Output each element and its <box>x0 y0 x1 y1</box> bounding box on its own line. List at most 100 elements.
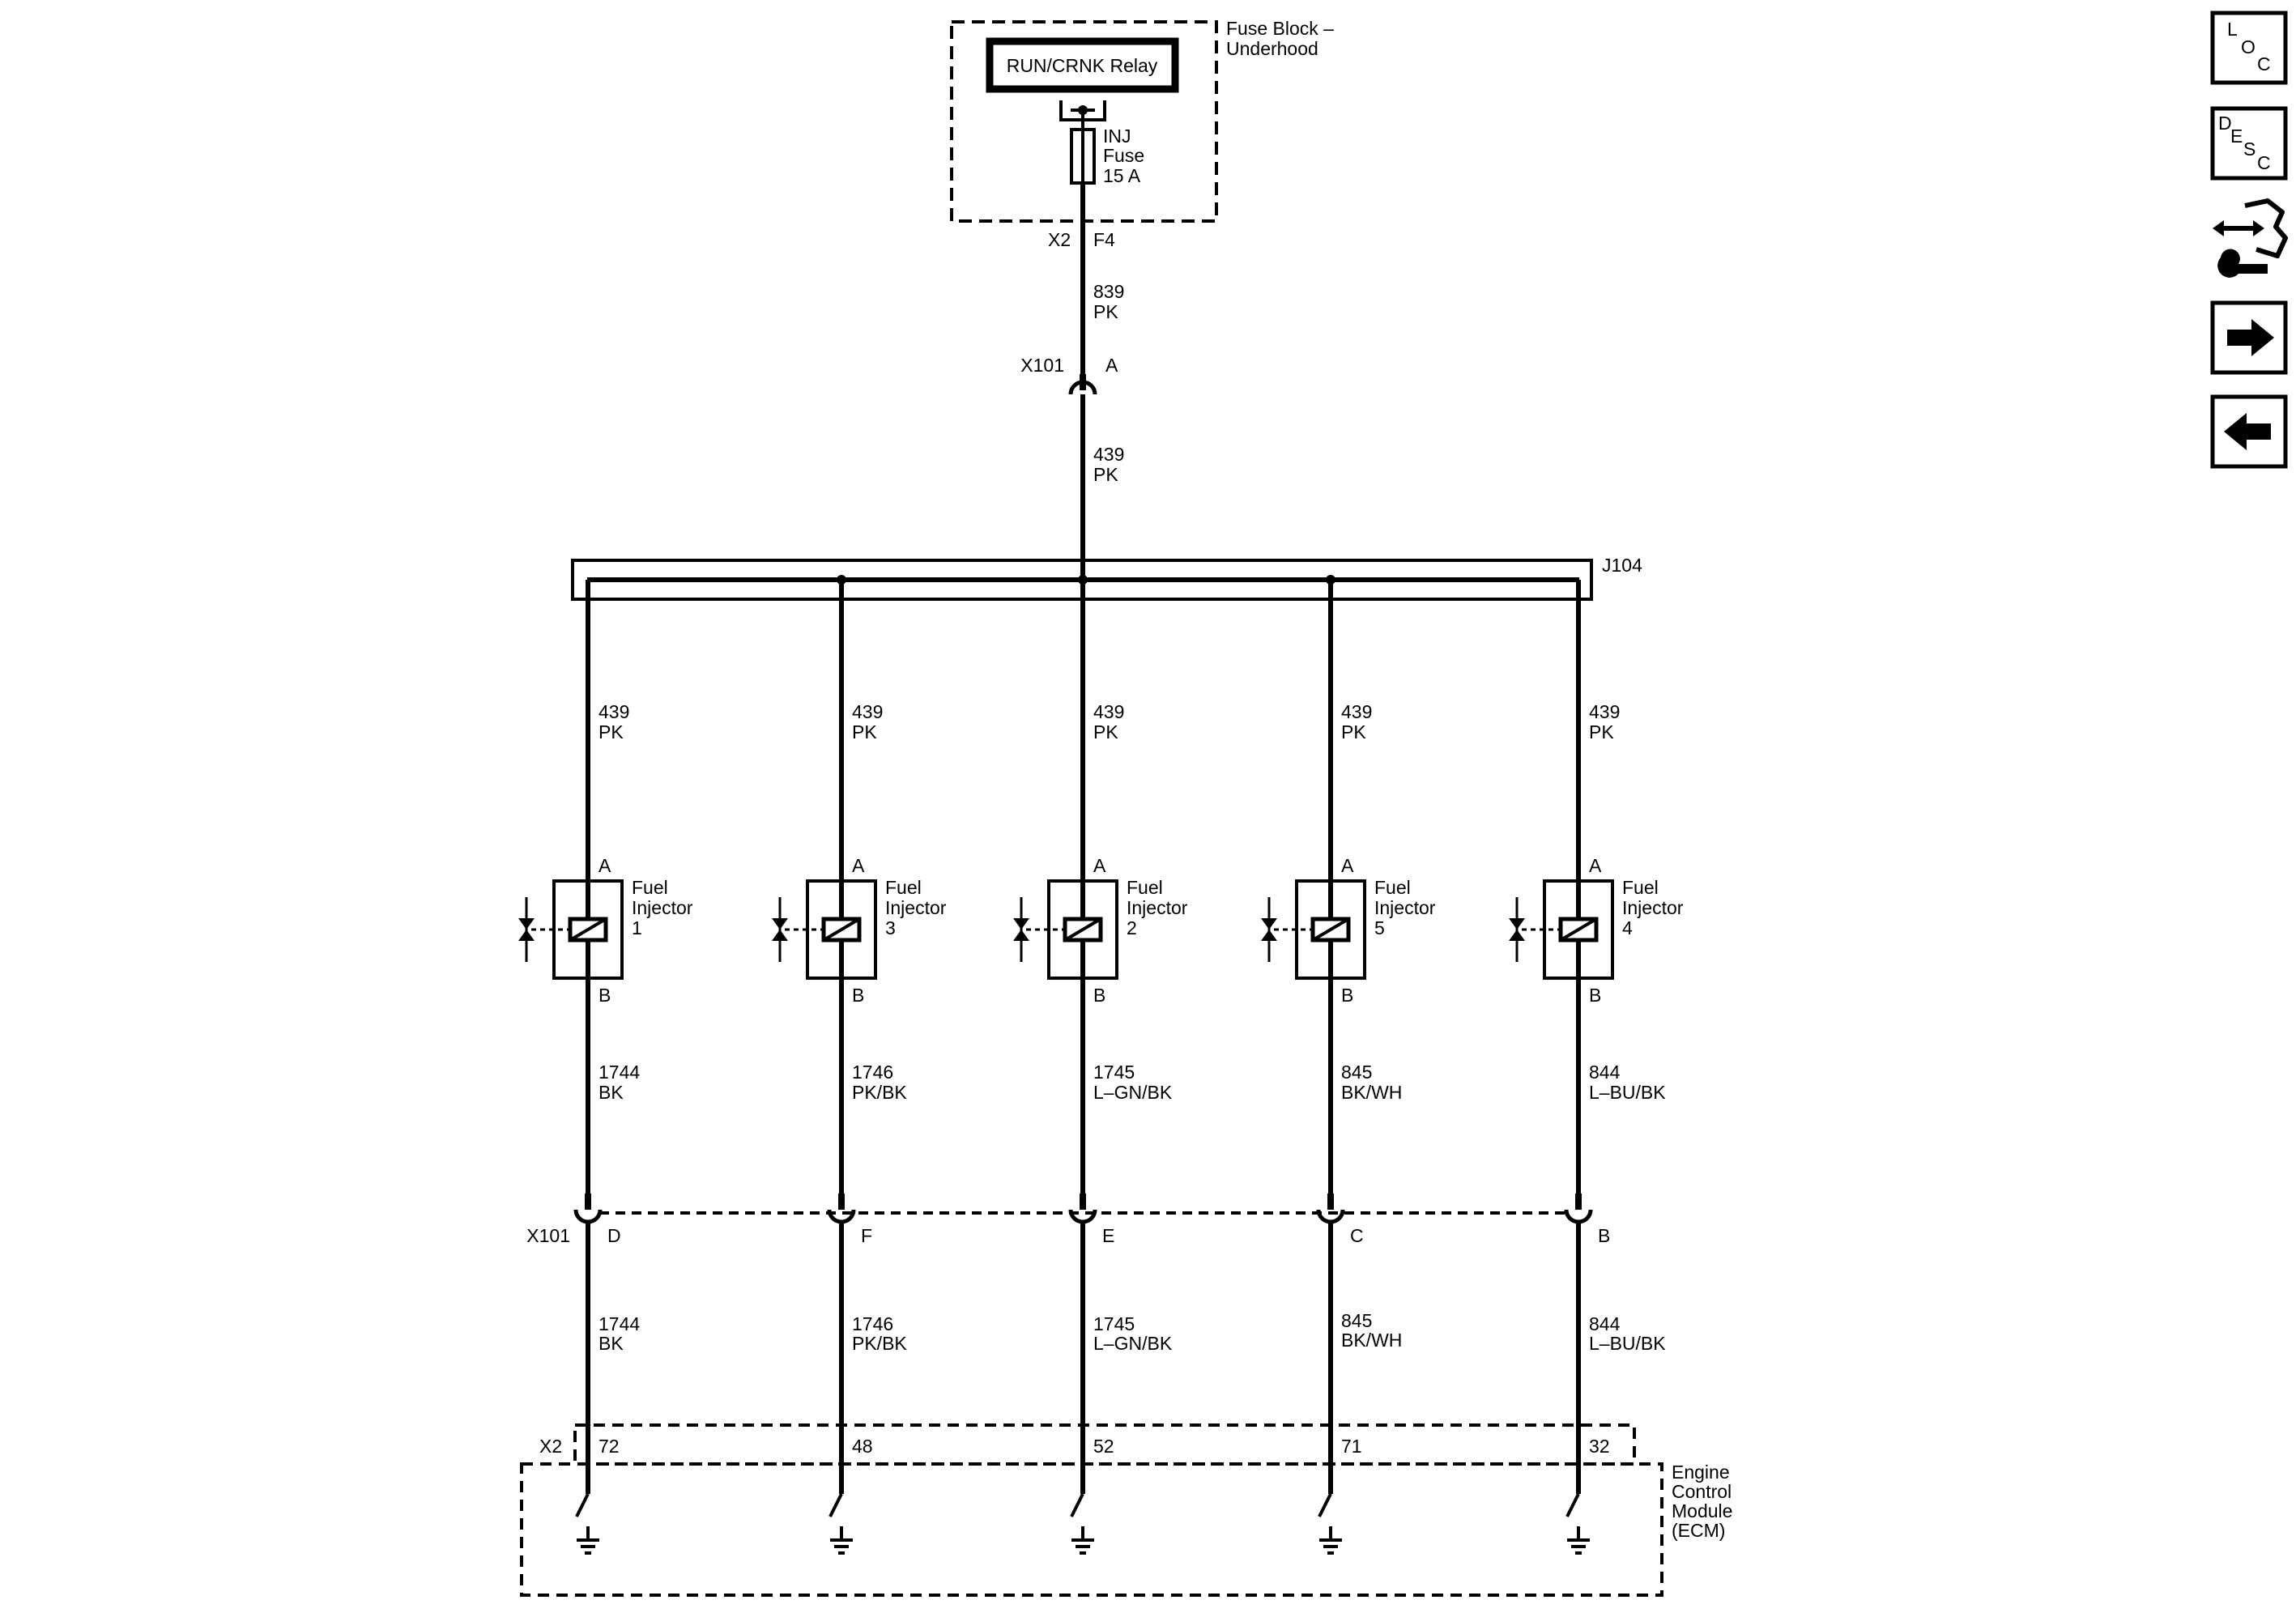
ecm-pin-label: 32 <box>1589 1436 1610 1457</box>
x101-pin-label: E <box>1102 1225 1114 1246</box>
control-circuit-number-upper: 845 <box>1341 1062 1372 1083</box>
ecm: X2 Engine Control Module (ECM) <box>520 1423 1732 1597</box>
ecm-connector-label: X2 <box>539 1436 562 1457</box>
injector-label-line1: Fuel <box>1622 877 1659 898</box>
ecm-label-line4: (ECM) <box>1672 1520 1725 1541</box>
feed-lower-wire-color: PK <box>1093 464 1118 485</box>
ecm-driver-switch <box>1318 1493 1332 1540</box>
ecm-pin-label: 71 <box>1341 1436 1362 1457</box>
injector-label-line2: Injector <box>1622 897 1684 918</box>
desc-letter-d: D <box>2218 113 2232 134</box>
x101-pin-label: C <box>1350 1225 1364 1246</box>
injector-number: 5 <box>1374 917 1385 938</box>
desc-letter-c: C <box>2257 152 2271 173</box>
fuel-injector <box>531 879 624 980</box>
injector-label-line1: Fuel <box>1374 877 1411 898</box>
ecm-label-line1: Engine <box>1672 1462 1730 1483</box>
ground-icon <box>577 1538 599 1555</box>
fuel-injector <box>1274 879 1366 980</box>
previous-arrow-icon <box>2224 413 2271 450</box>
supply-wire-color: PK <box>1093 721 1118 743</box>
fuse-block-connector-label: X2 <box>1048 229 1071 250</box>
feed-upper-circuit-number: 839 <box>1093 281 1124 302</box>
fuse-block-title-line2: Underhood <box>1226 38 1318 59</box>
injector-label-line2: Injector <box>1374 897 1436 918</box>
control-wire-color-upper: PK/BK <box>852 1082 907 1103</box>
injector-pin-a: A <box>1589 855 1602 876</box>
desc-button[interactable]: D E S C <box>2210 106 2288 181</box>
x101-pin-connector <box>1068 1194 1097 1224</box>
injector-pin-a: A <box>598 855 611 876</box>
loc-letter-c: C <box>2257 53 2271 74</box>
injector-column: 439 PK A Fuel Injector 3 B 1746 PK/BK F … <box>772 580 947 1555</box>
injector-pin-a: A <box>1341 855 1354 876</box>
ecm-driver-switch <box>1565 1493 1580 1540</box>
injector-valve-icon <box>518 897 535 962</box>
injector-pin-a: A <box>1093 855 1106 876</box>
previous-page-button[interactable] <box>2210 394 2288 469</box>
fuel-injector <box>785 879 877 980</box>
next-page-button[interactable] <box>2210 300 2288 375</box>
ecm-driver-switch <box>1070 1493 1084 1540</box>
injector-number: 1 <box>632 917 642 938</box>
injector-valve-icon <box>1261 897 1277 962</box>
control-circuit-number-lower: 1744 <box>598 1313 640 1334</box>
x101-pin-connector <box>1316 1194 1345 1224</box>
injector-pin-b: B <box>1589 985 1601 1006</box>
fuel-injector <box>1522 879 1614 980</box>
injector-pin-b: B <box>1341 985 1353 1006</box>
supply-circuit-number: 439 <box>852 701 883 722</box>
x101-top-pin: A <box>1105 355 1118 376</box>
x101-top-name: X101 <box>1020 355 1064 376</box>
control-circuit-number-lower: 845 <box>1341 1310 1372 1331</box>
fuse-block: Fuse Block – Underhood RUN/CRNK Relay IN… <box>950 18 1334 250</box>
supply-wire-color: PK <box>598 721 624 743</box>
ground-icon <box>1567 1538 1590 1555</box>
injector-valve-icon <box>772 897 788 962</box>
x101-pin-label: B <box>1598 1225 1610 1246</box>
ecm-pin-label: 48 <box>852 1436 873 1457</box>
supply-circuit-number: 439 <box>1341 701 1372 722</box>
fuse-label-line3: 15 A <box>1103 165 1141 186</box>
x101-pin-label: F <box>861 1225 872 1246</box>
control-circuit-number-lower: 1745 <box>1093 1313 1135 1334</box>
injector-column: 439 PK A Fuel Injector 2 B 1745 L–GN/BK … <box>1013 580 1188 1555</box>
injector-label-line1: Fuel <box>632 877 668 898</box>
control-wire-color-lower: PK/BK <box>852 1333 907 1354</box>
next-arrow-icon <box>2227 319 2274 356</box>
injector-column: 439 PK A Fuel Injector 4 B 844 L–BU/BK B… <box>1509 580 1684 1555</box>
x101-pin-connector <box>573 1194 603 1224</box>
ecm-pin-label: 72 <box>598 1436 620 1457</box>
x101-pin-connector <box>1564 1194 1593 1224</box>
injector-pin-b: B <box>598 985 611 1006</box>
control-wire-color-upper: BK <box>598 1082 624 1103</box>
fuse-label-line2: Fuse <box>1103 145 1144 166</box>
loc-button[interactable]: L O C <box>2210 11 2288 85</box>
fuse-block-title-line1: Fuse Block – <box>1226 18 1334 39</box>
control-wire-color-upper: L–GN/BK <box>1093 1082 1173 1103</box>
control-circuit-number-upper: 1745 <box>1093 1062 1135 1083</box>
supply-circuit-number: 439 <box>1093 701 1124 722</box>
supply-wire-color: PK <box>852 721 877 743</box>
control-wire-color-lower: L–GN/BK <box>1093 1333 1173 1354</box>
x101-pin-label: D <box>607 1225 621 1246</box>
ground-icon <box>1071 1538 1094 1555</box>
supply-circuit-number: 439 <box>598 701 629 722</box>
injector-valve-icon <box>1509 897 1525 962</box>
control-wire-color-upper: L–BU/BK <box>1589 1082 1666 1103</box>
x101-pin-connector <box>827 1194 856 1224</box>
injector-number: 4 <box>1622 917 1633 938</box>
control-circuit-number-upper: 1746 <box>852 1062 893 1083</box>
feed-upper-wire-color: PK <box>1093 301 1118 322</box>
injector-label-line1: Fuel <box>885 877 922 898</box>
loc-letter-l: L <box>2227 19 2238 40</box>
supply-wire-color: PK <box>1589 721 1614 743</box>
ecm-outline <box>520 1462 1663 1597</box>
connector-end-view-icon[interactable] <box>2213 198 2288 278</box>
desc-letter-e: E <box>2230 126 2243 147</box>
ecm-pin-label: 52 <box>1093 1436 1114 1457</box>
loc-letter-o: O <box>2241 36 2256 57</box>
ecm-label-line2: Control <box>1672 1481 1732 1502</box>
control-circuit-number-upper: 844 <box>1589 1062 1621 1083</box>
injector-pin-b: B <box>1093 985 1105 1006</box>
